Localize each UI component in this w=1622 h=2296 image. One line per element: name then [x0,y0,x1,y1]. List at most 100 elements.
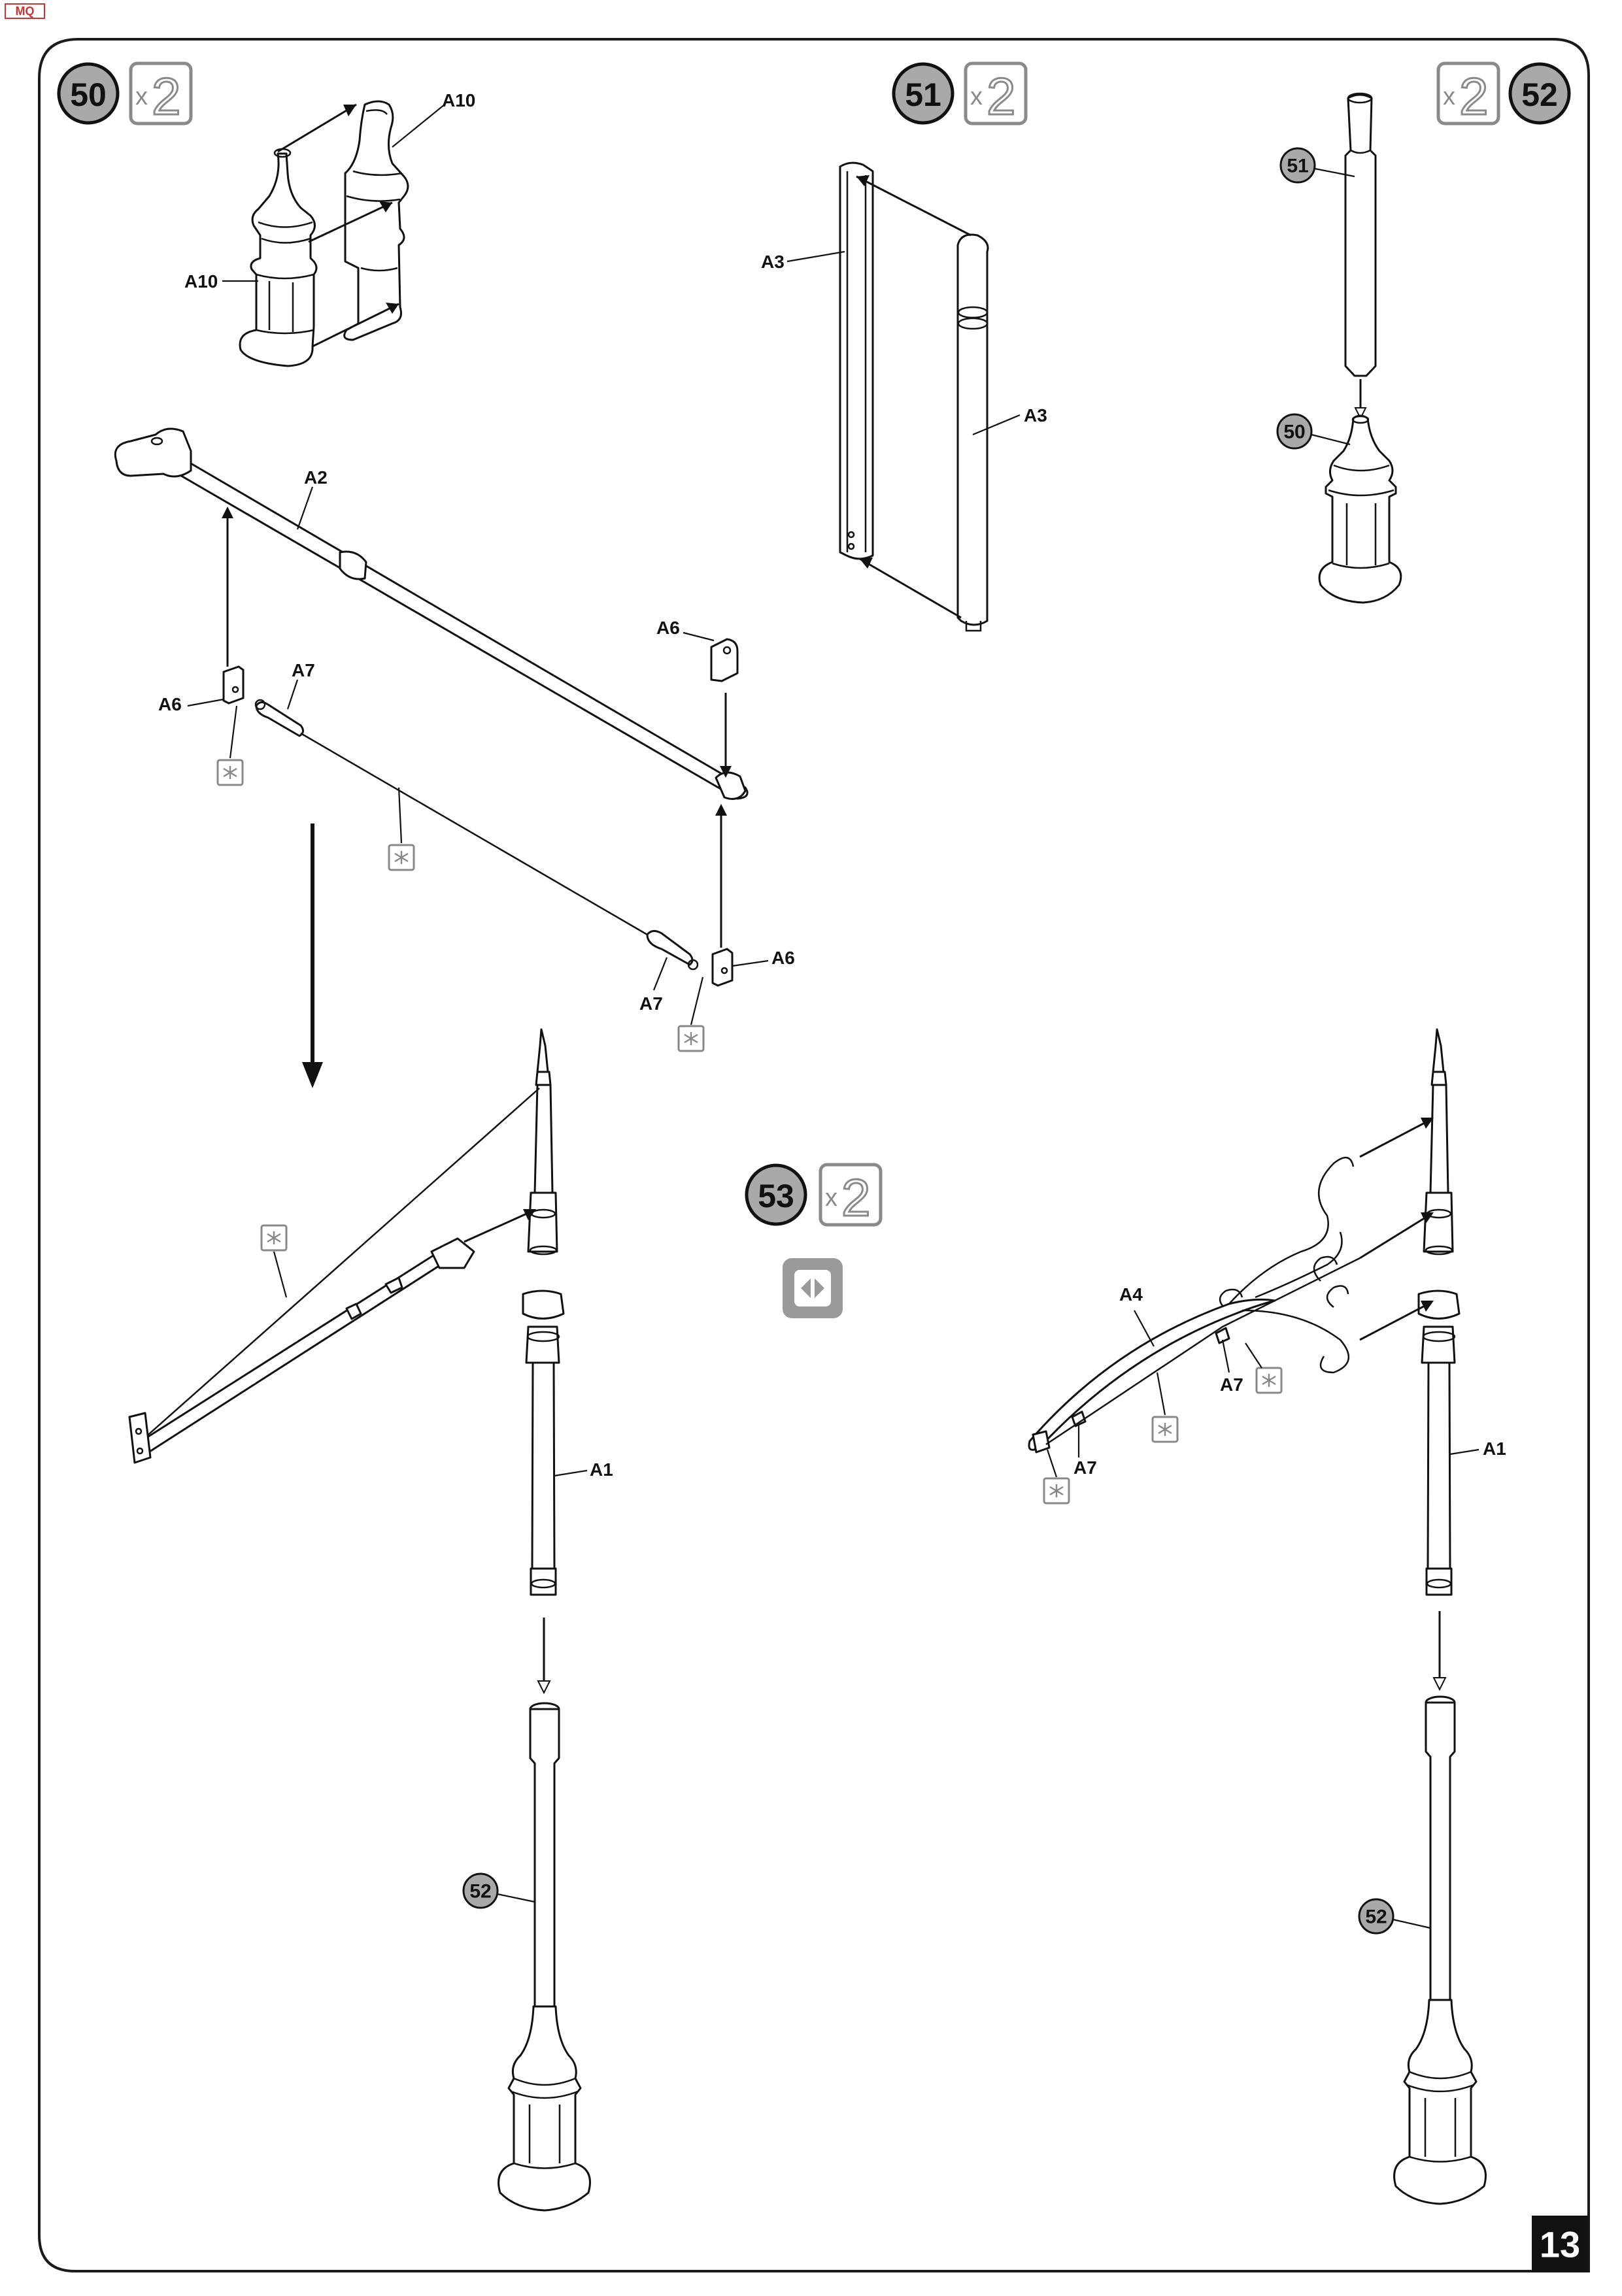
arrow-head [715,804,727,816]
label-leader [286,679,299,710]
part-label-a3-left: A3 [761,252,785,272]
label-leader [296,486,314,530]
step-53-header: 53 x 2 [745,1163,883,1228]
step-number: 53 [758,1178,794,1214]
subassembly-ref-number: 52 [1365,1906,1387,1928]
arrow-head [537,1680,551,1695]
part-label-a7-arm-2: A7 [1073,1457,1097,1478]
subassembly-ref-number: 51 [1287,156,1308,177]
step-50-header: 50 x 2 [57,61,193,127]
part-a6-clip [710,638,739,682]
assembly-arrow [1359,1120,1429,1158]
part-label-a6-left: A6 [158,694,182,714]
label-leader [690,976,704,1025]
part-label-a1-left: A1 [590,1459,613,1480]
label-leader [732,959,769,967]
page-number-box [1532,2216,1588,2272]
quantity-x: x [135,83,148,110]
label-leader [1134,1310,1155,1347]
part-label-a7-left: A7 [292,660,315,680]
part-label-a6-bottom-right: A6 [771,948,795,968]
rigging-line [137,1088,540,1445]
subassembly-50-base [1318,414,1402,604]
subassembly-ref-badge [462,1872,499,1909]
subassembly-52-base-right [1393,1695,1487,2205]
label-leader [497,1893,535,1903]
part-a3-half-closed [956,233,989,632]
quantity-badge [1436,61,1500,125]
page-number: 13 [1540,2224,1580,2265]
assembly-arrow [859,557,962,619]
step-number: 50 [70,76,107,113]
part-label-a6-top-right: A6 [656,618,680,638]
step-badge [745,1163,807,1226]
quantity-number: 2 [987,67,1016,125]
glue-icon [677,1025,705,1052]
part-a10-base-left [239,148,318,367]
arrow-head [523,1209,536,1220]
part-a1-pole-left [522,1028,565,1596]
glue-icon [388,844,415,871]
quantity-number: 2 [1459,67,1489,125]
label-leader [972,414,1021,436]
assembly-arrow [464,1211,530,1243]
step-number: 52 [1521,76,1558,113]
arrow-head [720,766,732,778]
part-a4-bracket [1028,1157,1355,1454]
step-badge [892,62,955,125]
arrow-heads [343,105,399,314]
part-a6-clip-left [222,665,245,705]
label-leader [1046,1449,1058,1478]
label-leader [273,1251,288,1298]
arrow-heads [1421,1118,1434,1312]
quantity-badge [964,61,1028,125]
label-leader [554,1469,588,1477]
arrow-head [1432,1677,1447,1691]
part-a2-boom [114,427,749,800]
assembly-arrow [856,175,972,237]
assembly-arrow [1359,1214,1429,1259]
label-leader [1393,1918,1431,1929]
assembly-arrow [1359,1303,1429,1341]
quantity-badge [819,1163,883,1227]
quantity-x: x [825,1184,837,1212]
subassembly-52-base-left [498,1702,591,2212]
arrow-head [222,507,233,518]
part-label-a7-right: A7 [639,993,663,1014]
subassembly-ref-badge [1276,413,1313,450]
glue-icon [260,1224,288,1252]
page-frame [38,38,1590,2272]
glue-icon [216,759,244,786]
part-label-a2: A2 [304,467,328,488]
rigging-line [300,732,648,936]
quantity-number: 2 [152,67,181,125]
quantity-badge [129,61,193,125]
label-leader [1314,167,1355,178]
step-badge [57,62,120,125]
label-leader [652,957,668,991]
label-leader [397,787,403,844]
assembly-arrow [308,201,393,243]
mirror-assembly-icon [783,1258,843,1318]
subassembly-ref-number: 50 [1283,422,1305,443]
part-label-a1-right: A1 [1483,1439,1506,1459]
part-label-a3-right: A3 [1024,405,1047,425]
brand-logo-text: MQ [16,5,35,18]
part-a1-pole-right [1417,1028,1461,1596]
label-leader [392,104,445,148]
glue-icon [1255,1367,1283,1394]
label-leader [187,698,224,707]
part-a10-base-right [343,100,409,341]
step-52-header: x 2 52 [1436,61,1571,127]
subassembly-ref-badge [1358,1898,1394,1935]
subassembly-ref-badge [1279,147,1316,184]
brand-logo: MQ [5,3,45,19]
flow-arrow-head [302,1062,323,1088]
quantity-number: 2 [841,1169,871,1227]
quantity-x: x [1443,83,1455,110]
part-a7-turnbuckle-left [254,699,304,737]
label-leader [786,250,845,263]
part-a3-half-open [839,161,874,560]
subassembly-51-tube [1344,92,1377,377]
assembly-arrow [277,103,357,153]
